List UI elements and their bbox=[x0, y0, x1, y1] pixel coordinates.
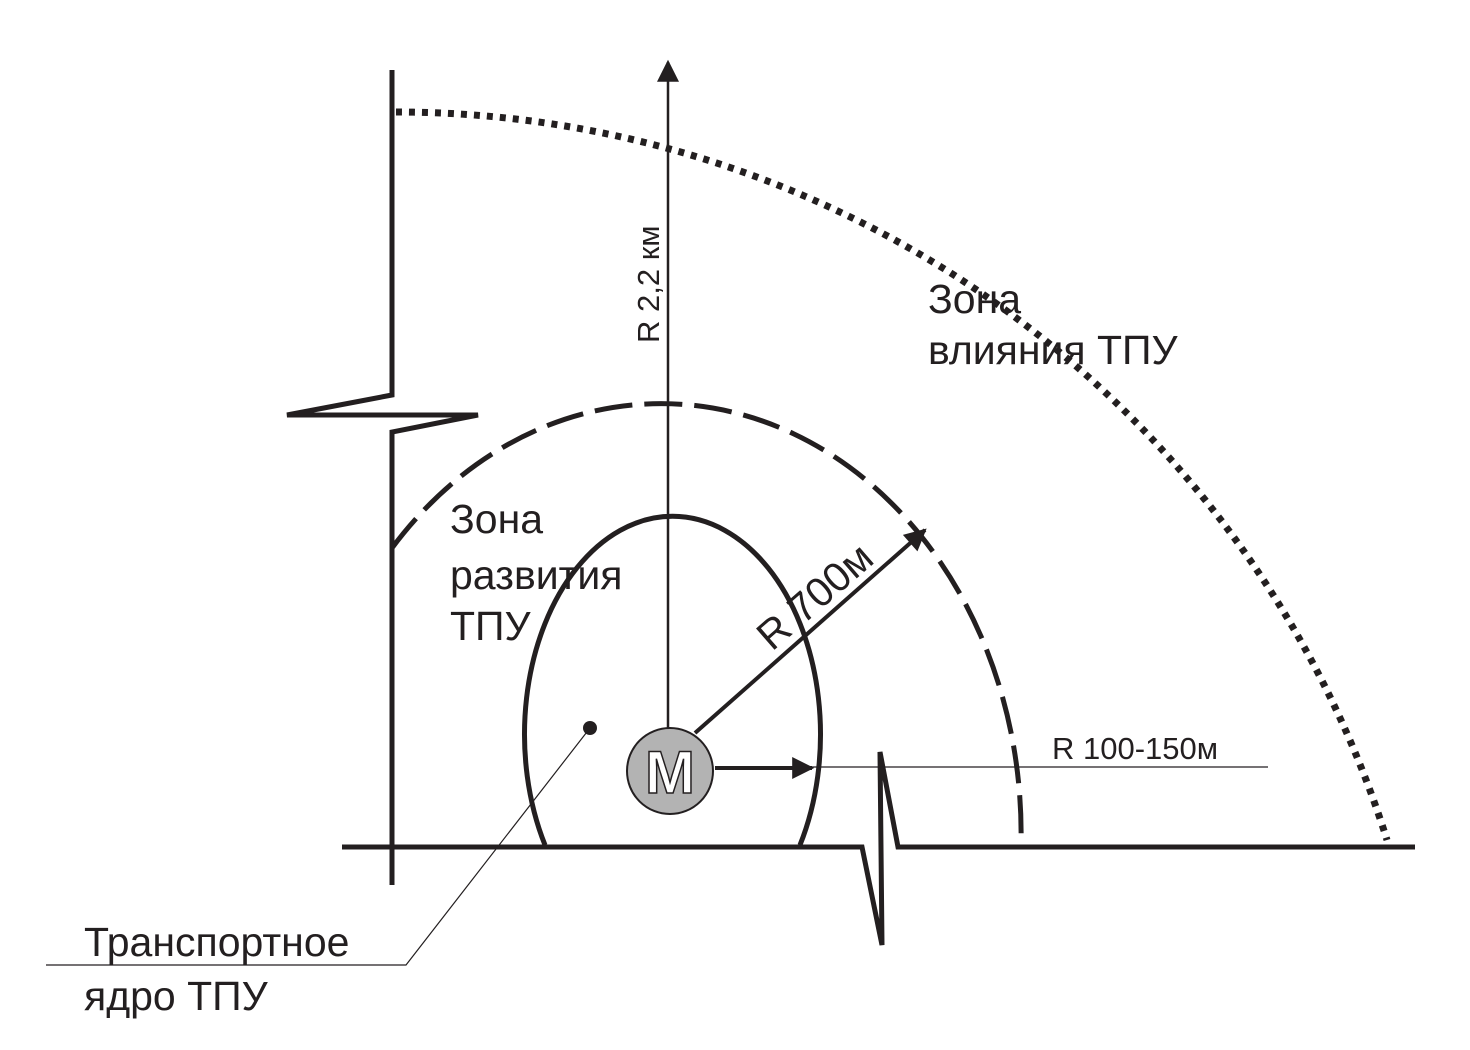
metro-icon: M bbox=[626, 727, 714, 815]
influence-radius-label: R 2,2 км bbox=[631, 225, 666, 343]
development-zone-label-line2: развития bbox=[450, 552, 623, 598]
left-boundary-line bbox=[286, 70, 479, 885]
base-line bbox=[342, 751, 1415, 946]
development-radius-arrow bbox=[693, 528, 927, 735]
development-radius-label: R 700м bbox=[748, 534, 882, 659]
core-label-line2: ядро ТПУ bbox=[84, 973, 269, 1019]
core-label-line1: Транспортное bbox=[84, 919, 349, 965]
development-zone-label-line3: ТПУ bbox=[450, 603, 532, 649]
metro-letter: M bbox=[645, 739, 695, 806]
development-zone-boundary bbox=[389, 401, 1024, 846]
transport-core-boundary bbox=[522, 513, 823, 846]
influence-zone-label-line1: Зона bbox=[928, 276, 1021, 322]
core-leader-dot bbox=[583, 721, 597, 735]
core-leader-line bbox=[46, 727, 591, 966]
influence-zone-boundary bbox=[395, 108, 1391, 842]
development-zone-label-line1: Зона bbox=[450, 496, 543, 542]
influence-zone-label-line2: влияния ТПУ bbox=[928, 327, 1179, 373]
core-radius-label: R 100-150м bbox=[1052, 731, 1218, 766]
